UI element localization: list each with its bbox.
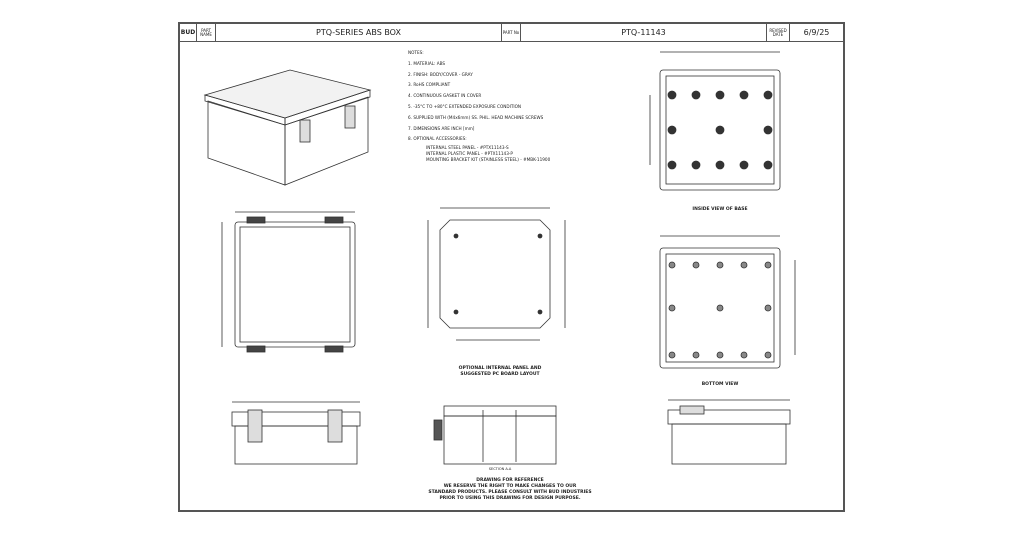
accessory-item: INTERNAL PLASTIC PANEL - #PTX11143-P bbox=[426, 151, 513, 157]
notes-block: NOTES: 1. MATERIAL: ABS 2. FINISH: BODY/… bbox=[408, 48, 608, 163]
part-name: PTQ-SERIES ABS BOX bbox=[216, 24, 502, 41]
revised-date: 6/9/25 bbox=[803, 28, 830, 37]
note-item: 6. SUPPLIED WITH (M4x6mm) SS. PHIL. HEAD… bbox=[408, 114, 544, 120]
bud-logo: BUD bbox=[180, 24, 197, 41]
disclaimer-line: WE RESERVE THE RIGHT TO MAKE CHANGES TO … bbox=[443, 484, 577, 489]
part-no-label: PART No bbox=[502, 24, 521, 41]
disclaimer: DRAWING FOR REFERENCE WE RESERVE THE RIG… bbox=[400, 478, 620, 502]
panel-caption-line: OPTIONAL INTERNAL PANEL AND bbox=[458, 366, 542, 371]
note-item: 5. -35°C TO +80°C EXTENDED EXPOSURE COND… bbox=[408, 103, 522, 109]
cover-top-view bbox=[221, 211, 356, 353]
disclaimer-line: STANDARD PRODUCTS. PLEASE CONSULT WITH B… bbox=[428, 490, 592, 495]
note-item: 1. MATERIAL: ABS bbox=[408, 60, 446, 66]
accessory-item: MOUNTING BRACKET KIT (STAINLESS STEEL) -… bbox=[426, 157, 551, 163]
panel-caption-line: SUGGESTED PC BOARD LAYOUT bbox=[460, 372, 540, 377]
bottom-view bbox=[659, 235, 796, 369]
internal-panel-view bbox=[427, 207, 566, 341]
bottom-view-caption: BOTTOM VIEW bbox=[701, 382, 739, 387]
accessory-item: INTERNAL STEEL PANEL - #PTX11143-S bbox=[426, 145, 509, 151]
disclaimer-line: DRAWING FOR REFERENCE bbox=[476, 478, 544, 483]
notes-heading: NOTES: bbox=[408, 50, 424, 55]
end-view bbox=[667, 399, 791, 465]
side-view bbox=[231, 401, 361, 465]
inside-base-view bbox=[649, 51, 781, 191]
note-item: 3. RoHS COMPLIANT bbox=[408, 82, 451, 88]
drawing-sheet: BUD PART NAME PTQ-SERIES ABS BOX PART No… bbox=[178, 22, 845, 512]
note-item: 7. DIMENSIONS ARE INCH [mm] bbox=[408, 125, 475, 131]
part-name-label: PART NAME bbox=[197, 24, 216, 41]
section-view bbox=[433, 405, 557, 465]
note-item: 2. FINISH: BODY/COVER - GRAY bbox=[408, 71, 473, 77]
note-item: 8. OPTIONAL ACCESSORIES: bbox=[408, 136, 467, 142]
section-caption: SECTION A-A bbox=[488, 467, 512, 471]
title-block: BUD PART NAME PTQ-SERIES ABS BOX PART No… bbox=[180, 24, 843, 42]
panel-caption: OPTIONAL INTERNAL PANEL AND SUGGESTED PC… bbox=[420, 366, 580, 378]
isometric-view bbox=[203, 69, 372, 186]
note-item: 4. CONTINUOUS GASKET IN COVER bbox=[408, 93, 482, 99]
date-label: REVISED DATE bbox=[767, 24, 790, 41]
inside-view-caption: INSIDE VIEW OF BASE bbox=[692, 207, 748, 212]
disclaimer-line: PRIOR TO USING THIS DRAWING FOR DESIGN P… bbox=[439, 496, 581, 501]
part-number: PTQ-11143 bbox=[521, 24, 767, 41]
